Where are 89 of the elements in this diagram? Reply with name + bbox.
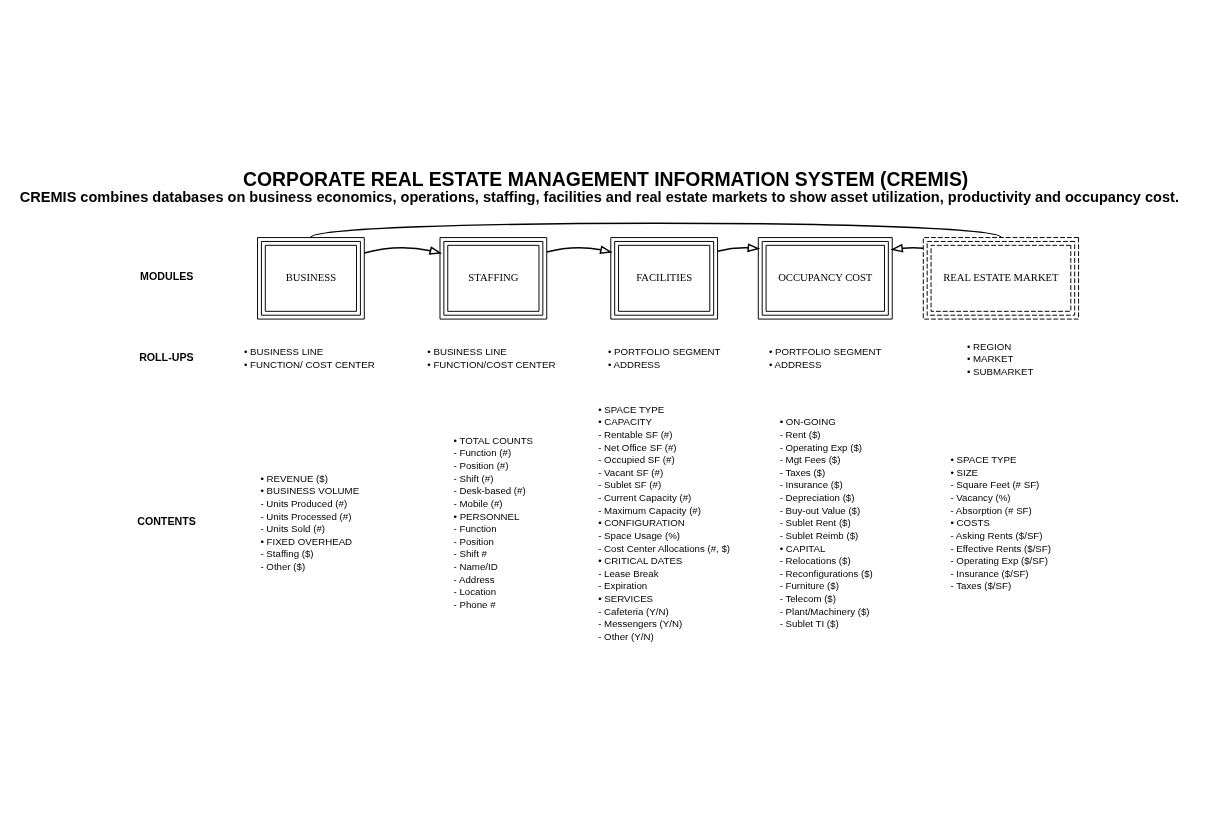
- label: • REVENUE ($): [260, 472, 328, 484]
- label: - Taxes ($): [779, 466, 826, 478]
- label: - Sublet Reimb ($): [779, 529, 859, 541]
- label: - Shift #: [453, 548, 487, 560]
- label: - Asking Rents ($/SF): [950, 529, 1043, 541]
- label: - Operating Exp ($/SF): [950, 555, 1048, 567]
- label: • PORTFOLIO SEGMENT: [768, 346, 882, 358]
- label: - Units Sold (#): [260, 523, 326, 535]
- label: • BUSINESS LINE: [427, 346, 507, 358]
- label: • ON-GOING: [779, 416, 836, 428]
- label: - Depreciation ($): [779, 492, 855, 504]
- label: - Other (Y/N): [598, 630, 654, 642]
- label: • BUSINESS VOLUME: [260, 485, 360, 497]
- label: • CRITICAL DATES: [598, 555, 683, 567]
- label: • FUNCTION/COST CENTER: [427, 359, 556, 371]
- label: - Units Produced (#): [260, 497, 348, 509]
- label: • MARKET: [966, 353, 1014, 365]
- label: • ADDRESS: [607, 359, 661, 371]
- label: - Lease Break: [598, 567, 659, 579]
- label: • SUBMARKET: [966, 365, 1034, 377]
- label: • SPACE TYPE: [598, 403, 665, 415]
- label: • COSTS: [950, 517, 990, 529]
- label: - Address: [453, 573, 495, 585]
- label: - Telecom ($): [779, 592, 837, 604]
- label: - Name/ID: [453, 560, 498, 572]
- label: • TOTAL COUNTS: [453, 434, 534, 446]
- label: - Messengers (Y/N): [598, 618, 683, 630]
- arrow: [890, 243, 924, 253]
- label: - Buy-out Value ($): [779, 504, 861, 516]
- label: - Insurance ($): [779, 479, 843, 491]
- label: - Vacant SF (#): [598, 466, 664, 478]
- label: - Cost Center Allocations (#, $): [598, 542, 731, 554]
- label: - Occupied SF (#): [598, 454, 675, 466]
- label: MODULES: [140, 270, 194, 283]
- label: - Position: [453, 535, 494, 547]
- label: - Position (#): [453, 460, 509, 472]
- diagram-title: CORPORATE REAL ESTATE MANAGEMENT INFORMATION SYSTEM (CREMIS): [242, 168, 969, 191]
- label: - Desk-based (#): [453, 485, 526, 497]
- label: - Function: [453, 523, 497, 535]
- label: • SPACE TYPE: [950, 454, 1017, 466]
- label: • REGION: [966, 340, 1012, 352]
- label: - Insurance ($/SF): [950, 567, 1029, 579]
- label: • SERVICES: [598, 592, 654, 604]
- label: - Sublet SF (#): [598, 479, 662, 491]
- label: - Reconfigurations ($): [779, 567, 873, 579]
- label: - Furniture ($): [779, 580, 839, 592]
- label: - Shift (#): [453, 472, 494, 484]
- label: - Vacancy (%): [950, 492, 1011, 504]
- label: • FUNCTION/ COST CENTER: [243, 359, 375, 371]
- label: - Location: [453, 586, 497, 598]
- label: - Sublet TI ($): [779, 618, 839, 630]
- label: - Absorption (# SF): [950, 504, 1032, 516]
- label: • FIXED OVERHEAD: [260, 535, 353, 547]
- label: - Net Office SF (#): [598, 441, 677, 453]
- label: • CAPACITY: [598, 416, 652, 428]
- label: • CAPITAL: [779, 542, 826, 554]
- label: - Plant/Machinery ($): [779, 605, 870, 617]
- label: - Square Feet (# SF): [950, 479, 1040, 491]
- label: • PERSONNEL: [453, 510, 520, 522]
- label: - Units Processed (#): [260, 510, 352, 522]
- label: - Cafeteria (Y/N): [598, 605, 669, 617]
- label: - Current Capacity (#): [598, 492, 692, 504]
- arrow: [363, 246, 443, 255]
- label: - Space Usage (%): [598, 529, 681, 541]
- label: - Expiration: [598, 580, 648, 592]
- label: • SIZE: [950, 466, 979, 478]
- label: CONTENTS: [137, 515, 196, 528]
- label: - Rentable SF (#): [598, 428, 673, 440]
- connector: [310, 222, 1002, 239]
- label: - Phone #: [453, 598, 496, 610]
- label: - Mobile (#): [453, 497, 503, 509]
- arrow: [716, 243, 761, 253]
- label: - Effective Rents ($/SF): [950, 542, 1051, 554]
- label: - Mgt Fees ($): [779, 454, 841, 466]
- label: • BUSINESS LINE: [243, 346, 324, 358]
- label: - Function (#): [453, 447, 512, 459]
- label: • ADDRESS: [768, 359, 822, 371]
- label: - Rent ($): [779, 428, 821, 440]
- label: - Maximum Capacity (#): [598, 504, 701, 516]
- label: • PORTFOLIO SEGMENT: [607, 346, 721, 358]
- label: - Taxes ($/SF): [950, 580, 1012, 592]
- label: ROLL-UPS: [139, 351, 194, 364]
- label: - Operating Exp ($): [779, 441, 863, 453]
- arrow: [546, 245, 613, 254]
- label: - Staffing ($): [260, 548, 314, 560]
- label: • CONFIGURATION: [598, 517, 685, 529]
- label: - Other ($): [260, 560, 306, 572]
- label: - Relocations ($): [779, 555, 851, 567]
- label: - Sublet Rent ($): [779, 517, 851, 529]
